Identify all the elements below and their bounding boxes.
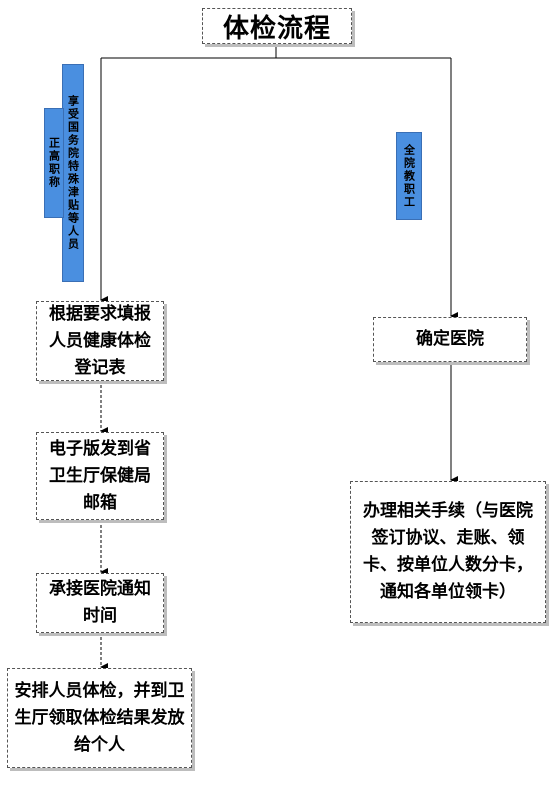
step-hospital-notify-text: 承接医院通知时间 xyxy=(49,579,151,626)
step-hospital-notify: 承接医院通知时间 xyxy=(36,573,164,633)
label-all-staff: 全院教职工 xyxy=(396,132,422,220)
step-choose-hospital: 确定医院 xyxy=(373,317,527,362)
page-title: 体检流程 xyxy=(202,8,352,44)
step-choose-hospital-text: 确定医院 xyxy=(416,329,484,349)
label-senior-title: 正高职称 xyxy=(44,108,64,218)
step-fill-form: 根据要求填报人员健康体检登记表 xyxy=(36,301,164,381)
step-arrange-exam: 安排人员体检，并到卫生厅领取体检结果发放给个人 xyxy=(7,668,192,768)
label-senior-title-text: 正高职称 xyxy=(47,137,61,189)
step-fill-form-text: 根据要求填报人员健康体检登记表 xyxy=(49,303,151,378)
label-all-staff-text: 全院教职工 xyxy=(402,143,416,209)
step-procedures-text: 办理相关手续（与医院签订协议、走账、领卡、按单位人数分卡，通知各单位领卡） xyxy=(363,501,533,602)
label-special-allowance: 享受国务院特殊津贴等人员 xyxy=(62,64,84,282)
label-special-allowance-text: 享受国务院特殊津贴等人员 xyxy=(66,95,80,251)
step-arrange-exam-text: 安排人员体检，并到卫生厅领取体检结果发放给个人 xyxy=(14,680,185,755)
step-send-email: 电子版发到省卫生厅保健局邮箱 xyxy=(36,432,164,520)
step-procedures: 办理相关手续（与医院签订协议、走账、领卡、按单位人数分卡，通知各单位领卡） xyxy=(350,481,546,623)
page-title-text: 体检流程 xyxy=(222,13,331,44)
step-send-email-text: 电子版发到省卫生厅保健局邮箱 xyxy=(49,438,151,513)
